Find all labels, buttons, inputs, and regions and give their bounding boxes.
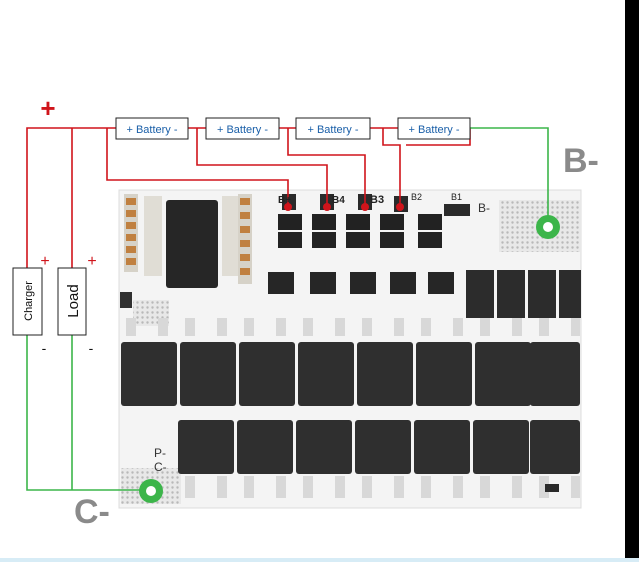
battery-4-label: + Battery -: [408, 124, 459, 136]
battery-2: + Battery -: [205, 117, 280, 140]
wire-to-b4: [196, 128, 328, 206]
wire-to-b3: [287, 128, 366, 206]
load-minus: -: [89, 340, 94, 356]
wire-to-bplus: [106, 128, 289, 206]
protection-ic-area: [120, 194, 252, 308]
positive-symbol: +: [40, 93, 55, 123]
battery-1: + Battery -: [115, 117, 189, 140]
battery-3: + Battery -: [295, 117, 371, 140]
battery-1-label: + Battery -: [126, 124, 177, 136]
negative-wiring: [26, 127, 549, 491]
pcb-b2-label: B2: [411, 192, 422, 202]
positive-bus-line: [26, 127, 116, 268]
charger-box: Charger: [12, 267, 43, 336]
charger-label: Charger: [23, 281, 35, 321]
load-box: Load: [57, 267, 87, 336]
right-border: [625, 0, 639, 558]
pcb-pminus-label: P-: [154, 446, 166, 460]
pcb-b3-label: B3: [370, 194, 384, 206]
protection-ic-chip: [166, 200, 218, 288]
load-plus: +: [87, 253, 96, 270]
mosfet-rows: [121, 318, 580, 498]
charger-plus: +: [40, 253, 49, 270]
pcb-bminus-label: B-: [478, 201, 490, 215]
balance-resistors: [268, 194, 470, 294]
positive-wiring: [26, 127, 471, 268]
bottom-strip: [0, 558, 639, 562]
b-minus-label: B-: [563, 142, 599, 180]
b-minus-terminal: [536, 215, 560, 239]
pcb-cminus-label: C-: [154, 460, 167, 474]
pcb-b1-label: B1: [451, 192, 462, 202]
shunt-resistors: [466, 270, 581, 318]
b-minus-wire: [470, 127, 549, 222]
c-minus-terminal: [139, 479, 163, 503]
wire-to-b2: [382, 128, 401, 206]
pcb-b4-label: B4: [332, 195, 345, 206]
battery-2-label: + Battery -: [217, 124, 268, 136]
c-minus-wire: [26, 335, 150, 491]
charger-minus: -: [42, 340, 47, 356]
pcb-bplus-label: B+: [278, 195, 291, 206]
battery-3-label: + Battery -: [307, 124, 358, 136]
c-minus-label: C-: [74, 493, 110, 531]
battery-4: + Battery -: [397, 117, 471, 140]
load-label: Load: [65, 284, 82, 317]
